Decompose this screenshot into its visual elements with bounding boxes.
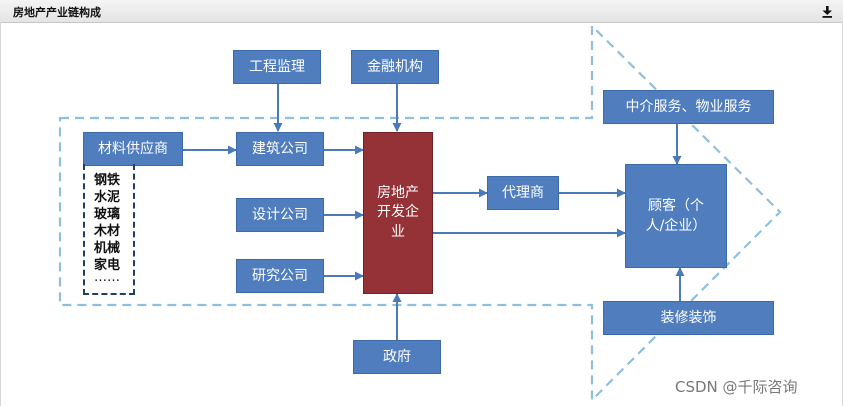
material-item: 家电	[94, 258, 121, 273]
node-developer-line-1: 房地产	[377, 184, 419, 201]
connector-arrows	[182, 84, 685, 340]
node-customer-line-1: 顾客（个	[648, 197, 704, 214]
node-finance: 金融机构	[351, 50, 439, 84]
material-item: 木材	[94, 224, 121, 239]
download-icon[interactable]	[818, 3, 836, 19]
node-design: 设计公司	[236, 198, 324, 232]
node-design-label: 设计公司	[252, 206, 308, 223]
node-supervision: 工程监理	[233, 50, 321, 84]
node-customer-line-2: 人/企业）	[645, 218, 707, 234]
material-item: ……	[94, 270, 120, 285]
node-construction-label: 建筑公司	[252, 140, 308, 157]
page-title: 房地产产业链构成	[13, 6, 101, 19]
node-developer-line-2: 开发企	[377, 204, 419, 221]
node-government: 政府	[353, 340, 441, 374]
node-supplier: 材料供应商	[83, 132, 183, 166]
material-item: 水泥	[94, 190, 121, 205]
node-developer: 房地产 开发企 业	[363, 132, 433, 294]
node-government-label: 政府	[383, 348, 411, 365]
title-bar: 房地产产业链构成	[0, 0, 843, 23]
node-construction: 建筑公司	[236, 132, 324, 166]
node-agent-label: 代理商	[502, 184, 544, 201]
node-decoration: 装修装饰	[603, 301, 774, 335]
material-item: 机械	[94, 241, 121, 256]
node-supplier-label: 材料供应商	[98, 140, 168, 157]
node-intermediary: 中介服务、物业服务	[603, 90, 774, 124]
node-research-label: 研究公司	[252, 267, 308, 284]
node-finance-label: 金融机构	[367, 58, 423, 75]
node-developer-line-3: 业	[391, 223, 405, 240]
node-decoration-label: 装修装饰	[660, 309, 717, 326]
csdn-watermark: CSDN @千际咨询	[675, 378, 798, 396]
node-supervision-label: 工程监理	[249, 58, 305, 75]
materials-list: 钢铁 水泥 玻璃 木材 机械 家电 ……	[83, 164, 135, 295]
node-intermediary-label: 中介服务、物业服务	[625, 98, 752, 115]
node-research: 研究公司	[236, 259, 324, 293]
node-agent: 代理商	[487, 176, 559, 210]
material-item: 钢铁	[94, 173, 121, 188]
material-item: 玻璃	[94, 207, 121, 222]
node-customer: 顾客（个 人/企业）	[625, 164, 727, 268]
